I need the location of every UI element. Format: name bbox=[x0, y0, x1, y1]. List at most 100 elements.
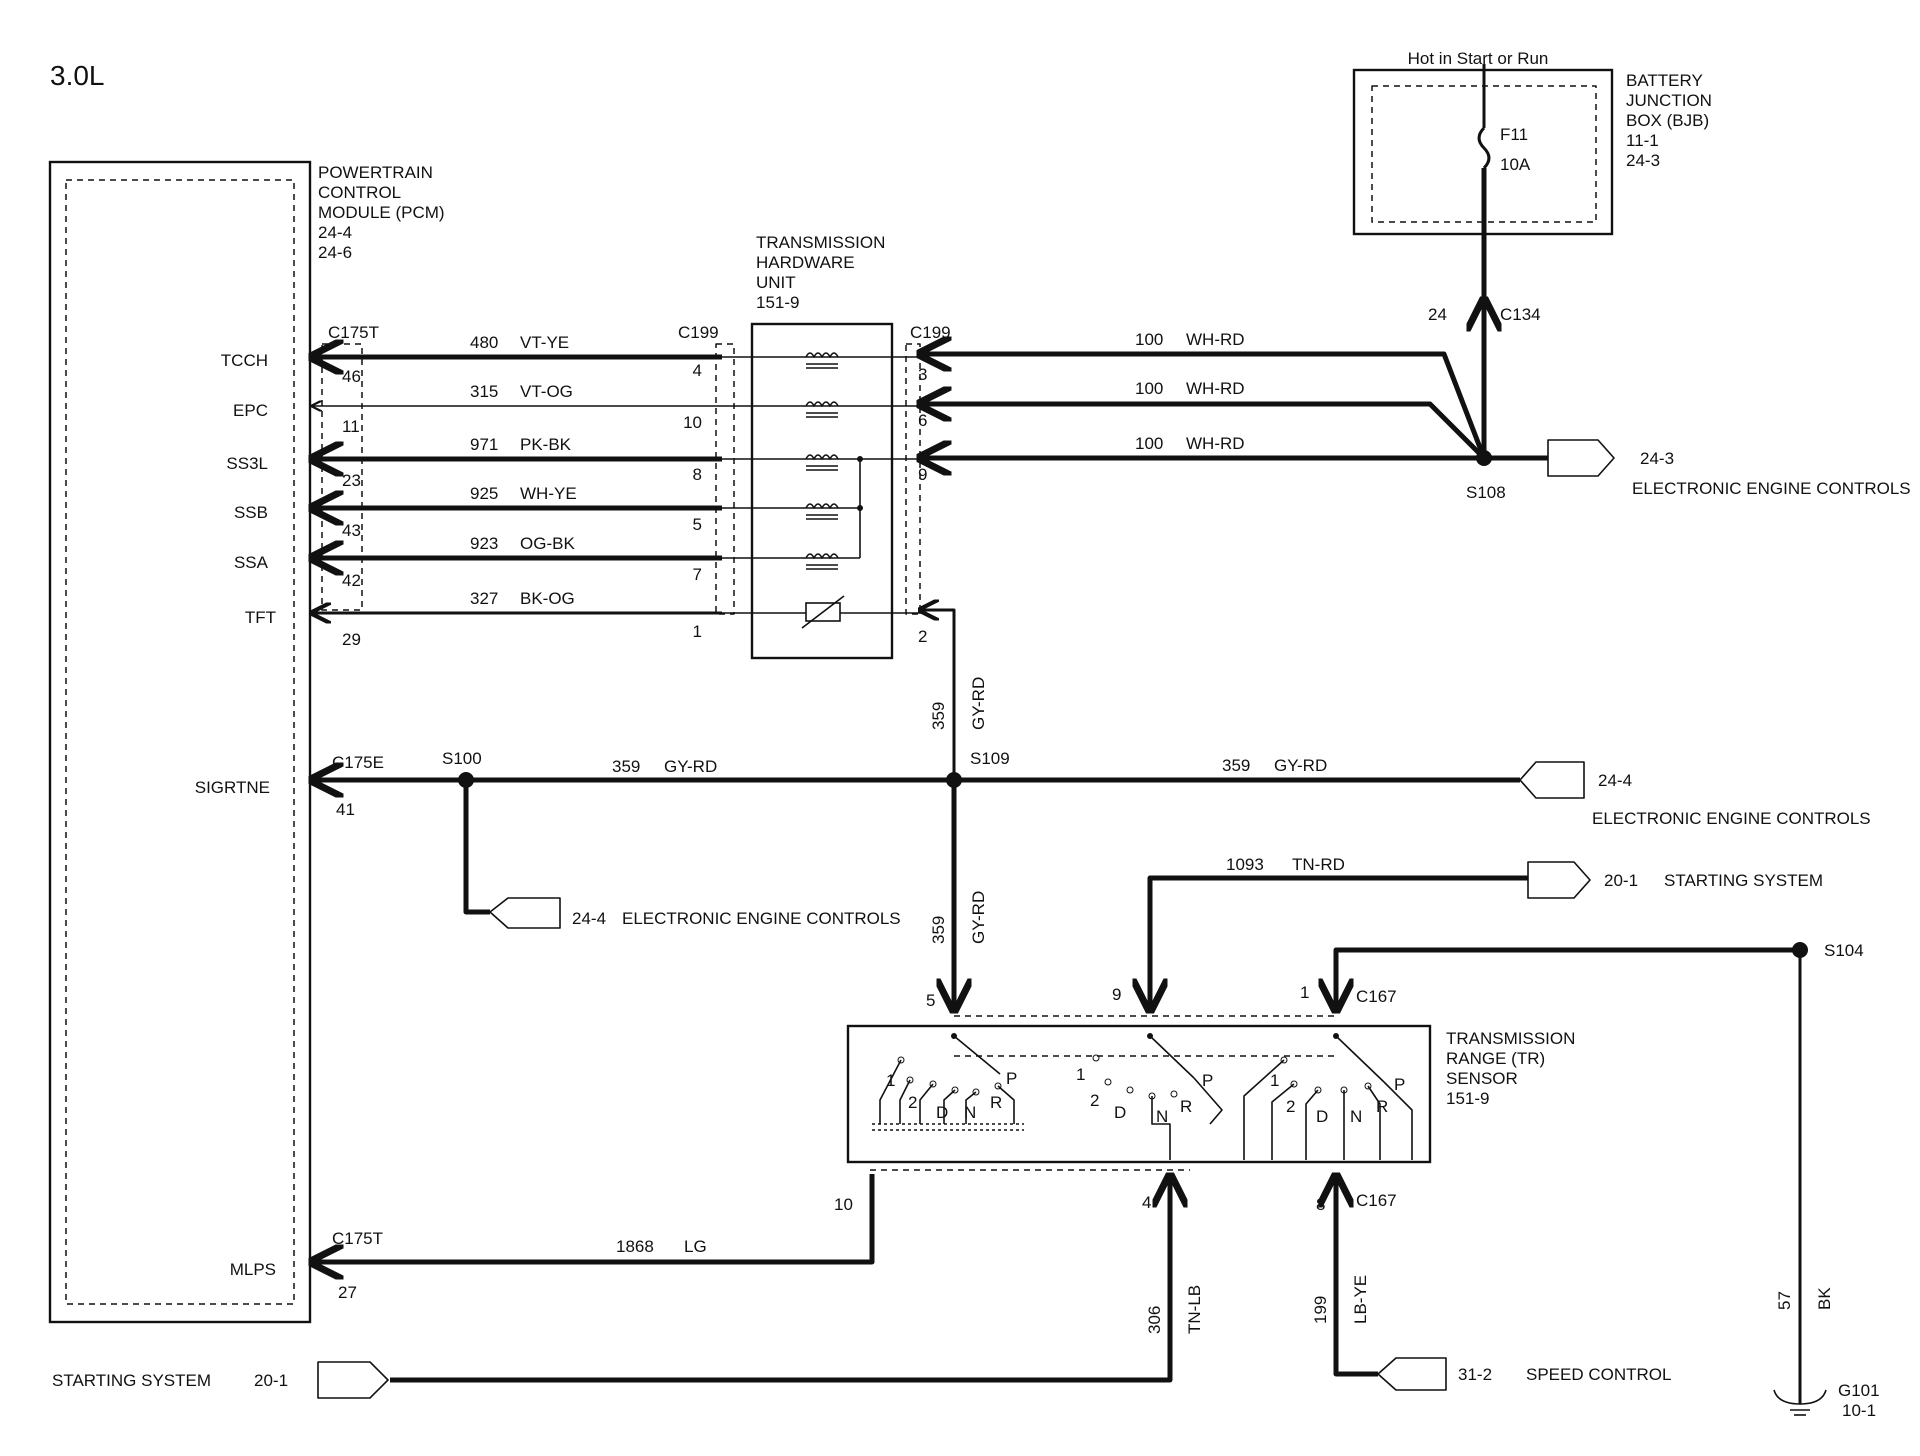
pin-42: 42 bbox=[342, 571, 361, 590]
c167-top-label: C167 bbox=[1356, 987, 1397, 1006]
wire-199-color: LB-YE bbox=[1351, 1275, 1370, 1324]
ref-flag-20-1-top bbox=[1527, 861, 1591, 899]
wire-1093-color: TN-RD bbox=[1292, 855, 1345, 874]
wire-359-vertical-top bbox=[920, 610, 956, 778]
wire-100-color-1: WH-RD bbox=[1186, 330, 1245, 349]
tr-pin-9: 9 bbox=[1112, 985, 1121, 1004]
thu-pin-3: 3 bbox=[918, 365, 927, 384]
tr-pos-2-a: 2 bbox=[908, 1093, 917, 1112]
ref-flag-20-1-bottom bbox=[317, 1361, 389, 1399]
c199-left-label: C199 bbox=[678, 323, 719, 342]
fuse-id: F11 bbox=[1500, 125, 1528, 144]
wire-327-color: BK-OG bbox=[520, 589, 575, 608]
wire-1868-color: LG bbox=[684, 1237, 707, 1256]
tr-pin-4: 4 bbox=[1142, 1193, 1151, 1212]
c175t-connector-outline bbox=[321, 343, 363, 611]
ref-24-4-left-num: 24-4 bbox=[572, 909, 606, 928]
wire-100-color-2: WH-RD bbox=[1186, 379, 1245, 398]
tr-pin-10: 10 bbox=[834, 1195, 853, 1214]
wire-100-num-2: 100 bbox=[1135, 379, 1163, 398]
tr-pos-r-b: R bbox=[1180, 1097, 1192, 1116]
c134-label: C134 bbox=[1500, 305, 1541, 324]
thu-pin-7: 7 bbox=[693, 565, 702, 584]
wire-480-color: VT-YE bbox=[520, 333, 569, 352]
pcm-label-3: MODULE (PCM) bbox=[318, 203, 445, 222]
wire-306-color: TN-LB bbox=[1185, 1285, 1204, 1334]
ref-31-2-text: SPEED CONTROL bbox=[1526, 1365, 1671, 1384]
pin-23: 23 bbox=[342, 471, 361, 490]
splice-s108-label: S108 bbox=[1466, 483, 1506, 502]
tr-pos-r-a: R bbox=[990, 1093, 1002, 1112]
wire-306 bbox=[390, 1176, 1170, 1383]
ref-24-4-left-text: ELECTRONIC ENGINE CONTROLS bbox=[622, 909, 901, 928]
c199-right-label: C199 bbox=[910, 323, 951, 342]
thu-pin-5: 5 bbox=[693, 515, 702, 534]
wire-359-color-v1: GY-RD bbox=[969, 677, 988, 730]
wire-359-num-v1: 359 bbox=[929, 702, 948, 730]
tr-sensor: 1 2 D N R P 1 2 D N R P 1 2 D N R P TRAN… bbox=[846, 1015, 1575, 1171]
tr-pos-n-b: N bbox=[1156, 1107, 1168, 1126]
wire-971-num: 971 bbox=[470, 435, 498, 454]
wire-480-num: 480 bbox=[470, 333, 498, 352]
signal-ssa: SSA bbox=[234, 553, 269, 572]
thu-pin-10: 10 bbox=[683, 413, 702, 432]
fuse-icon bbox=[1477, 126, 1491, 170]
solenoid-ss3-icon bbox=[805, 454, 839, 471]
thu-pin-4: 4 bbox=[693, 361, 702, 380]
pin-43: 43 bbox=[342, 521, 361, 540]
tr-pos-p-c: P bbox=[1394, 1075, 1405, 1094]
c167-bottom-label: C167 bbox=[1356, 1191, 1397, 1210]
tr-pin-5: 5 bbox=[926, 991, 935, 1010]
ref-31-2-num: 31-2 bbox=[1458, 1365, 1492, 1384]
wire-57-num: 57 bbox=[1775, 1291, 1794, 1310]
thu-label-4: 151-9 bbox=[756, 293, 799, 312]
thu-pin-9: 9 bbox=[918, 465, 927, 484]
thu-pin-8: 8 bbox=[693, 465, 702, 484]
c175e-label: C175E bbox=[332, 753, 384, 772]
pin-41: 41 bbox=[336, 800, 355, 819]
wire-359-color-h2: GY-RD bbox=[1274, 756, 1327, 775]
pin-11: 11 bbox=[342, 417, 360, 436]
wire-315-num: 315 bbox=[470, 382, 498, 401]
thu-pin-1: 1 bbox=[693, 622, 702, 641]
battery-junction-box: Hot in Start or Run F11 10A BATTERY JUNC… bbox=[1352, 49, 1712, 300]
wire-359-color-h1: GY-RD bbox=[664, 757, 717, 776]
solenoid-tcc-icon bbox=[805, 352, 839, 369]
bjb-label-3: BOX (BJB) bbox=[1626, 111, 1709, 130]
ref-flag-31-2 bbox=[1377, 1357, 1447, 1391]
tr-label-1: TRANSMISSION bbox=[1446, 1029, 1575, 1048]
splice-s108-dot bbox=[1476, 450, 1492, 466]
signal-sigrtne: SIGRTNE bbox=[195, 778, 270, 797]
signal-tcch: TCCH bbox=[221, 351, 268, 370]
wire-100-num-1: 100 bbox=[1135, 330, 1163, 349]
tr-pos-1-b: 1 bbox=[1076, 1065, 1085, 1084]
tr-label-3: SENSOR bbox=[1446, 1069, 1518, 1088]
tr-pos-2-b: 2 bbox=[1090, 1091, 1099, 1110]
c199-right-outline bbox=[905, 343, 921, 615]
engine-title: 3.0L bbox=[50, 60, 105, 91]
tr-pos-p-b: P bbox=[1202, 1071, 1213, 1090]
tr-pos-r-c: R bbox=[1376, 1097, 1388, 1116]
solenoid-ssa-icon bbox=[805, 553, 839, 570]
ref-20-1-bottom-text: STARTING SYSTEM bbox=[52, 1371, 211, 1390]
tr-pos-1-a: 1 bbox=[886, 1071, 895, 1090]
pin-46: 46 bbox=[342, 367, 361, 386]
splice-s100-label: S100 bbox=[442, 749, 482, 768]
pin-29: 29 bbox=[342, 630, 361, 649]
ground-id: G101 bbox=[1838, 1381, 1880, 1400]
signal-mlps: MLPS bbox=[230, 1260, 276, 1279]
thu-label-2: HARDWARE bbox=[756, 253, 855, 272]
wire-1868 bbox=[312, 1174, 875, 1262]
ref-24-4-right-text: ELECTRONIC ENGINE CONTROLS bbox=[1592, 809, 1871, 828]
ref-24-4-right-num: 24-4 bbox=[1598, 771, 1632, 790]
tr-pos-2-c: 2 bbox=[1286, 1097, 1295, 1116]
tr-label-4: 151-9 bbox=[1446, 1089, 1489, 1108]
wire-1093-num: 1093 bbox=[1226, 855, 1264, 874]
junction-dot-icon bbox=[857, 456, 863, 462]
tr-pin-1: 1 bbox=[1300, 983, 1309, 1002]
wire-359-num-h2: 359 bbox=[1222, 756, 1250, 775]
c175t-label-top: C175T bbox=[328, 323, 379, 342]
bjb-header: Hot in Start or Run bbox=[1408, 49, 1549, 68]
tr-pin-8: 8 bbox=[1316, 1195, 1325, 1214]
tr-pos-p-a: P bbox=[1006, 1069, 1017, 1088]
